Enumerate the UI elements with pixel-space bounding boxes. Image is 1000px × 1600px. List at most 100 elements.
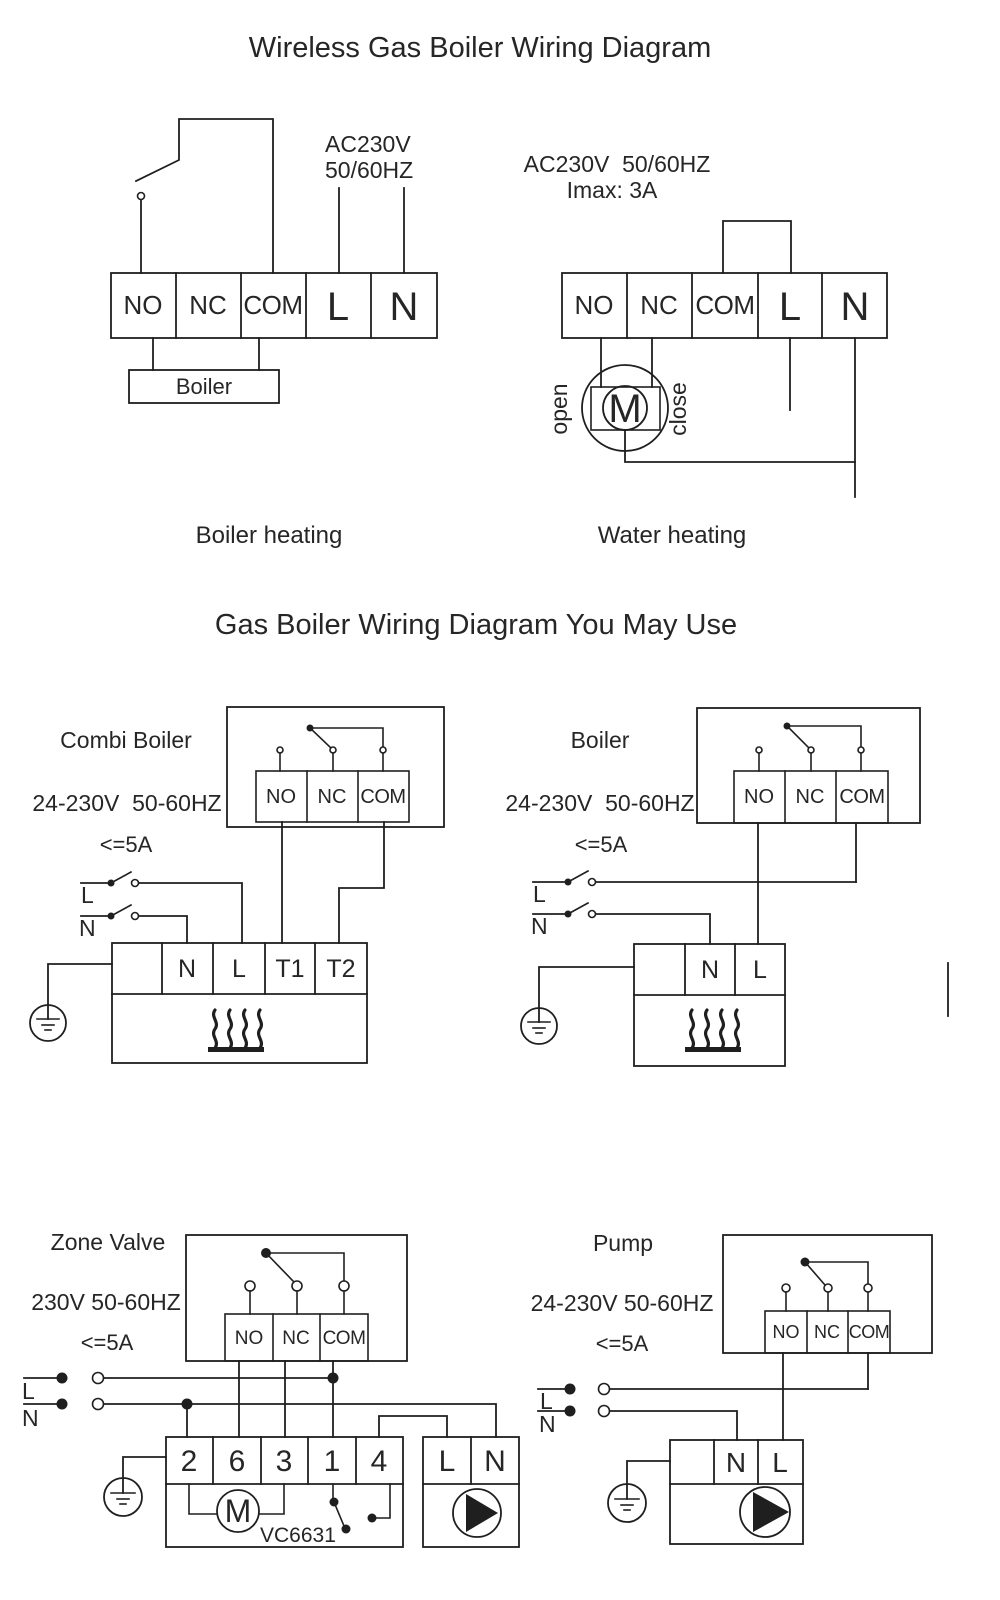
combi-boiler-diagram: Combi Boiler 24-230V 50-60HZ <=5A NO NC … [29, 706, 445, 1064]
live-switch-icon [597, 1382, 611, 1396]
heating-element-icon [208, 1008, 264, 1052]
power-spec: 24-230V 50-60HZ [32, 790, 221, 816]
thermostat-relay: NO NC COM [185, 1234, 408, 1362]
neutral-switch-icon [597, 1404, 611, 1418]
max-current: <=5A [100, 832, 153, 857]
terminal-label-no: NO [575, 290, 614, 320]
pump-diagram: Pump 24-230V 50-60HZ <=5A NO NC COM [531, 1230, 933, 1545]
terminal-label-l: L [232, 955, 246, 983]
terminal-label-1: 1 [324, 1445, 341, 1478]
boiler-heating-diagram: AC230V 50/60HZ NO NC COM L N Bo [110, 118, 438, 549]
relay-label-nc: NC [282, 1328, 309, 1349]
power-spec-line1: AC230V [325, 131, 411, 157]
valve-terminal-box: 2 6 3 1 4 M VC6631 [165, 1436, 404, 1548]
relay-switch-symbol [134, 118, 274, 274]
relay-label-nc: NC [318, 786, 347, 808]
terminal-label-l: L [753, 956, 767, 984]
terminal-label-com: COM [243, 290, 302, 320]
thermostat-relay: NO NC COM [226, 706, 445, 828]
terminal-label-n: N [701, 956, 719, 984]
valve-open-label: open [546, 383, 572, 434]
supply-wires [338, 187, 405, 274]
diagram-caption: Boiler heating [196, 522, 343, 549]
earth-ground-icon [103, 1456, 167, 1517]
pump-terminal-label-n: N [484, 1445, 506, 1478]
terminal-label-2: 2 [181, 1445, 198, 1478]
power-spec-line1: AC230V 50/60HZ [524, 151, 711, 177]
water-heating-diagram: AC230V 50/60HZ Imax: 3A NO NC COM L N M … [524, 151, 888, 549]
relay-label-no: NO [744, 786, 774, 808]
live-label: L [533, 881, 546, 907]
neutral-switch-icon [587, 909, 597, 919]
neutral-switch-icon [130, 911, 140, 921]
boiler-terminal-box: N L [633, 943, 786, 1067]
valve-model-label: VC6631 [260, 1524, 336, 1547]
terminal-label-6: 6 [229, 1445, 246, 1478]
relay-label-no: NO [773, 1322, 800, 1342]
power-spec: 24-230V 50-60HZ [505, 790, 694, 816]
diagram-name: Pump [593, 1230, 653, 1256]
neutral-label: N [539, 1411, 556, 1437]
terminal-label-l: L [327, 285, 349, 329]
relay-label-nc: NC [796, 786, 825, 808]
valve-motor: M open close [546, 337, 691, 452]
earth-ground-icon [29, 963, 113, 1042]
relay-label-no: NO [266, 786, 296, 808]
terminal-label-nc: NC [189, 290, 227, 320]
diagram-name: Boiler [571, 727, 630, 753]
heating-element-icon [685, 1008, 741, 1052]
max-current: <=5A [575, 832, 628, 857]
live-label: L [81, 882, 94, 908]
neutral-label: N [531, 913, 548, 939]
pump-icon [452, 1488, 502, 1538]
relay-label-com: COM [360, 786, 405, 808]
terminal-label-n: N [390, 285, 419, 329]
com-l-jumper [722, 220, 792, 274]
earth-ground-icon [520, 966, 635, 1045]
terminal-label-nc: NC [640, 290, 678, 320]
wiring [23, 1360, 497, 1438]
section-title: Gas Boiler Wiring Diagram You May Use [215, 609, 737, 641]
neutral-label: N [22, 1405, 39, 1431]
max-current: <=5A [81, 1330, 134, 1355]
earth-ground-icon [607, 1460, 671, 1523]
valve-to-pump-jumper [378, 1415, 448, 1438]
relay-label-nc: NC [814, 1322, 840, 1342]
relay-label-com: COM [849, 1322, 890, 1342]
valve-motor-circle [216, 1489, 260, 1533]
motor-label: M [608, 387, 641, 431]
valve-close-label: close [665, 382, 691, 436]
terminal-label-no: NO [124, 290, 163, 320]
terminal-label-l: L [772, 1447, 788, 1478]
terminal-label-n: N [178, 955, 196, 983]
valve-motor-label: M [225, 1493, 252, 1529]
pump-terminal-box: L N [422, 1436, 520, 1548]
terminal-label-t2: T2 [326, 955, 355, 983]
relay-label-com: COM [839, 786, 884, 808]
live-switch-icon [91, 1371, 105, 1385]
terminal-label-4: 4 [371, 1445, 388, 1478]
power-spec-line2: 50/60HZ [325, 157, 413, 183]
boiler-box-label: Boiler [176, 374, 232, 399]
wiring [80, 821, 385, 944]
boiler-terminal-box: N L T1 T2 [111, 942, 368, 1064]
wiring [532, 822, 857, 945]
power-spec: 24-230V 50-60HZ [531, 1290, 714, 1316]
live-label: L [540, 1388, 553, 1414]
terminal-label-t1: T1 [275, 955, 304, 983]
max-current: <=5A [596, 1331, 649, 1356]
aux-end-switch-icon [329, 1483, 391, 1534]
power-spec: 230V 50-60HZ [31, 1289, 181, 1315]
boiler-load: Boiler [128, 337, 280, 404]
zone-valve-diagram: Zone Valve 230V 50-60HZ <=5A NO NC COM [22, 1229, 520, 1548]
pump-terminal-box: N L [669, 1439, 804, 1545]
diagram-name: Zone Valve [51, 1229, 166, 1255]
thermostat-relay: NO NC COM [696, 707, 921, 824]
live-switch-icon [587, 877, 597, 887]
thermostat-relay: NO NC COM [722, 1234, 933, 1354]
wiring [537, 1352, 869, 1441]
live-switch-icon [130, 878, 140, 888]
diagram-name: Combi Boiler [60, 727, 192, 753]
